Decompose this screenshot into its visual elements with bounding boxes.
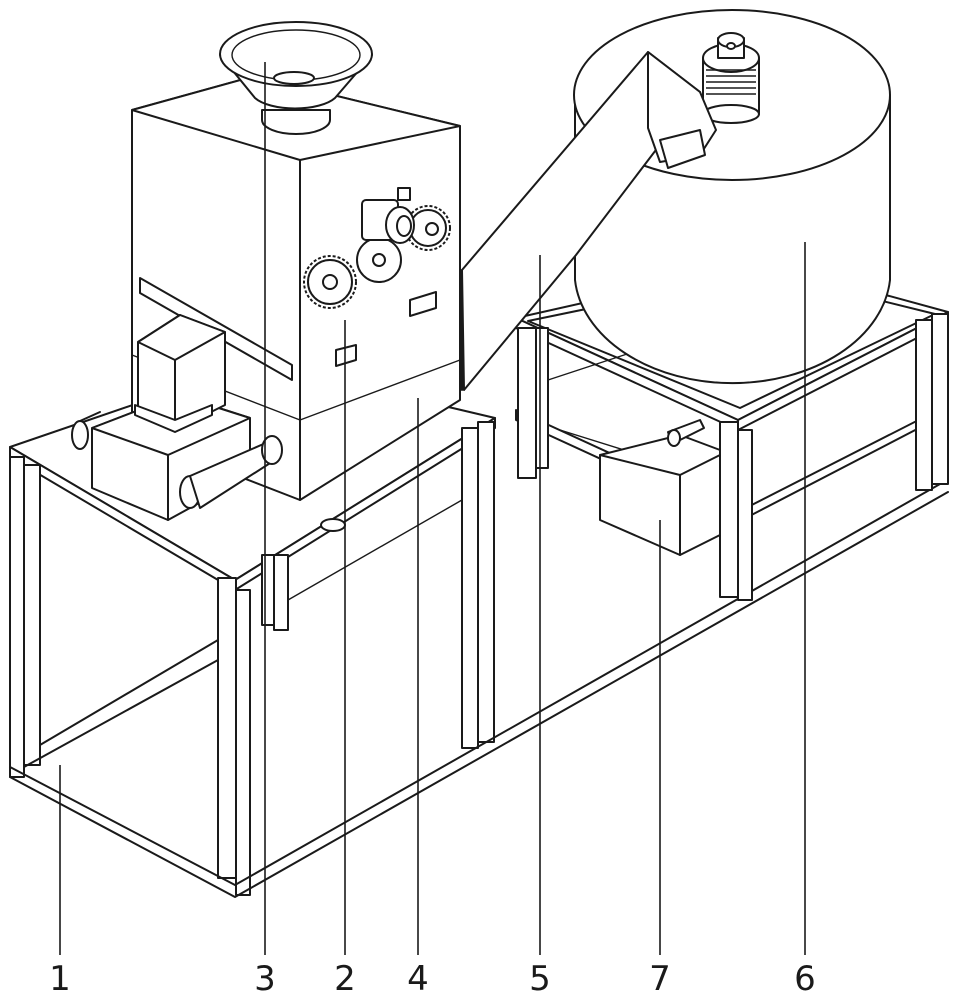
label-crusher-body: 4: [407, 959, 429, 999]
label-frame: 1: [49, 959, 71, 999]
label-motor: 7: [649, 959, 671, 999]
label-conveyor-chute: 5: [529, 959, 551, 999]
label-tank: 6: [794, 959, 816, 999]
label-hopper: 3: [254, 959, 276, 999]
part-labels: 1 3 2 4 5 7 6: [49, 959, 816, 999]
label-gear-drive: 2: [334, 959, 356, 999]
outlet-lug: [321, 519, 345, 531]
